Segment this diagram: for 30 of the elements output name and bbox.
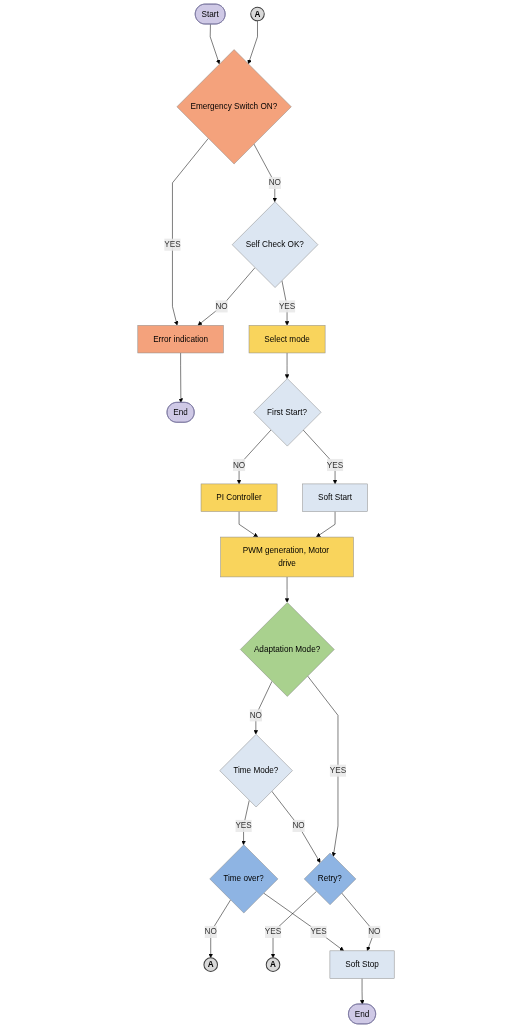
node-box: Soft Start [302, 483, 368, 512]
node-diamond: Self Check OK? [231, 201, 319, 288]
node-box: PWM generation, Motor drive [220, 536, 354, 578]
node-circle: A [203, 957, 218, 972]
edge-label: NO [249, 710, 262, 720]
node-box: Error indication [137, 325, 224, 354]
node-box: Soft Stop [329, 950, 395, 979]
node-diamond: Time Mode? [219, 734, 293, 808]
edge-label: NO [232, 460, 246, 470]
edge-label: YES [310, 927, 327, 937]
node-diamond: Adaptation Mode? [240, 602, 335, 697]
edge-label: NO [215, 301, 228, 311]
node-diamond: Emergency Switch ON? [176, 49, 292, 165]
edge-label: YES [164, 240, 181, 249]
node-box: PI Controller [200, 483, 278, 512]
edge-label: YES [235, 821, 252, 830]
node-circle: A [250, 6, 265, 22]
edge-label: YES [278, 301, 296, 311]
edge-label: YES [264, 927, 282, 937]
node-box: Select mode [248, 325, 326, 354]
node-diamond: First Start? [253, 378, 322, 447]
edge-label: NO [268, 178, 281, 187]
node-circle: A [265, 957, 281, 972]
edge-label: YES [329, 766, 347, 775]
edge-label: NO [368, 927, 381, 937]
node-diamond: Time over? [209, 844, 279, 914]
edge-label: NO [292, 821, 305, 830]
edge-label: YES [326, 460, 344, 470]
node-diamond: Retry? [303, 852, 357, 905]
edge-label: NO [204, 927, 217, 937]
